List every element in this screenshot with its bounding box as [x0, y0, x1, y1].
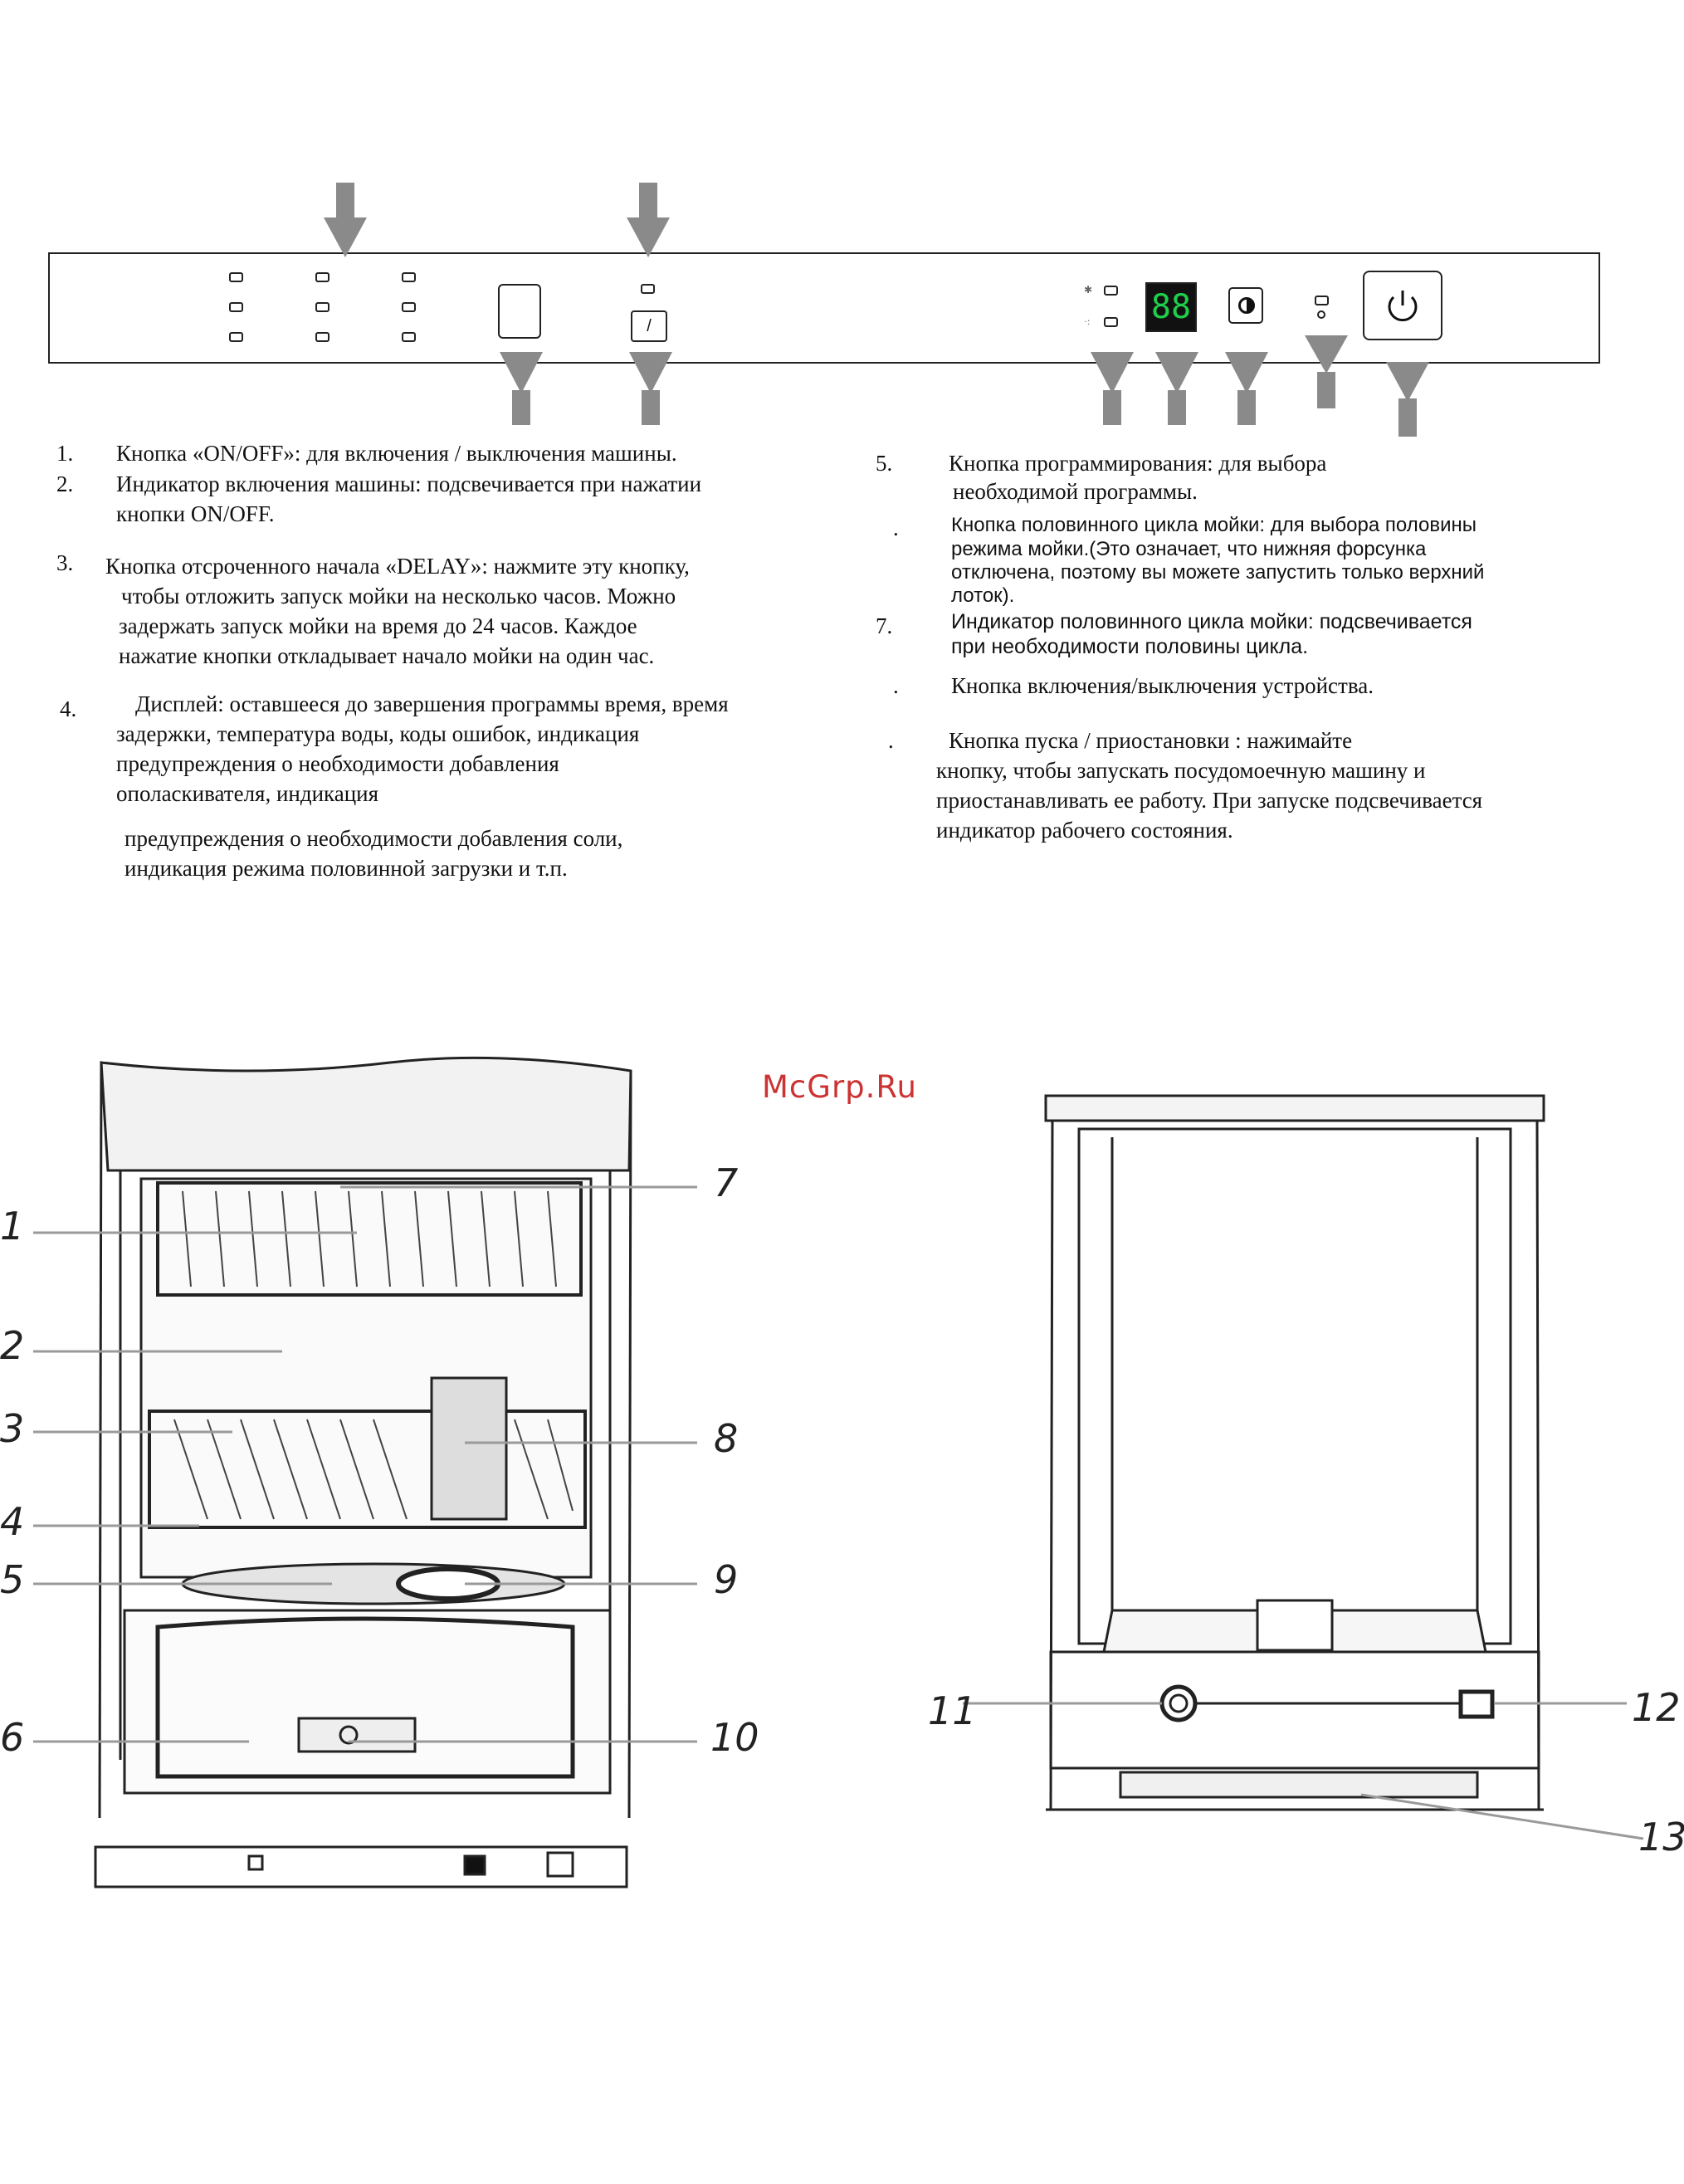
callout-label-2: 2	[0, 1323, 25, 1368]
up-arrow	[1155, 352, 1198, 425]
program-led	[402, 302, 416, 312]
item-text: индикация режима половинной загрузки и т…	[124, 856, 568, 881]
program-led	[229, 272, 243, 282]
up-arrow	[1091, 352, 1134, 425]
item-text: кнопку, чтобы запускать посудомоечную ма…	[936, 758, 1426, 783]
item-text: задержки, температура воды, коды ошибок,…	[116, 721, 640, 746]
control-panel: / ✱ ·: 88	[48, 252, 1600, 364]
callout-label-9: 9	[714, 1557, 739, 1602]
program-button[interactable]	[498, 284, 541, 339]
item-text: Кнопка программирования: для выбора	[949, 451, 1327, 476]
rinse-aid-led	[1104, 286, 1118, 296]
digital-display: 88	[1145, 282, 1197, 332]
item-text: режима мойки.(Это означает, что нижняя ф…	[951, 538, 1427, 560]
program-led	[229, 332, 243, 342]
program-led	[315, 302, 329, 312]
program-led	[315, 272, 329, 282]
power-button[interactable]	[1363, 271, 1442, 340]
item-text: Индикатор включения машины: подсвечивает…	[116, 471, 702, 496]
callout-label-4: 4	[0, 1499, 25, 1544]
item-text: нажатие кнопки откладывает начало мойки …	[119, 643, 655, 668]
item-number: 2.	[56, 471, 74, 496]
item-text: Индикатор половинного цикла мойки: подсв…	[951, 610, 1472, 633]
callout-label-8: 8	[714, 1416, 739, 1461]
item-number: .	[893, 673, 899, 698]
callout-label-1: 1	[0, 1204, 25, 1248]
item-text: необходимой программы.	[953, 479, 1198, 504]
item-number: .	[888, 728, 894, 753]
item-text: Кнопка включения/выключения устройства.	[951, 673, 1374, 698]
watermark: McGrp.Ru	[762, 1069, 917, 1105]
program-led	[229, 302, 243, 312]
item-text: Дисплей: оставшееся до завершения програ…	[135, 691, 729, 716]
callout-label-13: 13	[1638, 1815, 1684, 1859]
program-led	[402, 332, 416, 342]
callout-label-5: 5	[0, 1557, 25, 1602]
item-text: при необходимости половины цикла.	[951, 635, 1309, 658]
item-text: Кнопка «ON/OFF»: для включения / выключе…	[116, 441, 677, 466]
callout-label-7: 7	[714, 1160, 739, 1205]
half-load-led	[1315, 296, 1329, 305]
item-text: кнопки ON/OFF.	[116, 501, 275, 526]
item-text: задержать запуск мойки на время до 24 ча…	[119, 613, 637, 638]
rinse-aid-icon: ✱	[1084, 284, 1093, 296]
down-arrow	[324, 183, 367, 257]
item-number: 3.	[56, 550, 74, 575]
delay-indicator-led	[641, 284, 655, 294]
item-text: ополаскивателя, индикация	[116, 781, 379, 806]
item-text: чтобы отложить запуск мойки на несколько…	[121, 584, 676, 608]
callout-label-11: 11	[928, 1688, 977, 1733]
item-text: Кнопка пуска / приостановки : нажимайте	[949, 728, 1353, 753]
up-arrow	[500, 352, 543, 425]
front-dishwasher-illustration	[33, 1056, 697, 1888]
rear-dishwasher-illustration	[963, 1094, 1644, 1840]
power-icon	[1388, 291, 1418, 322]
salt-led	[1104, 317, 1118, 327]
item-number: .	[893, 515, 899, 540]
delay-button[interactable]: /	[631, 310, 667, 342]
program-led	[315, 332, 329, 342]
item-text: предупреждения о необходимости добавлени…	[116, 751, 559, 776]
item-text: отключена, поэтому вы можете запустить т…	[951, 561, 1485, 584]
display-digits: 88	[1150, 288, 1192, 326]
half-circle-icon	[1238, 297, 1255, 314]
half-load-button[interactable]	[1228, 287, 1263, 324]
program-led	[402, 272, 416, 282]
up-arrow	[1386, 362, 1429, 437]
item-text: индикатор рабочего состояния.	[936, 818, 1233, 843]
callout-label-3: 3	[0, 1406, 25, 1451]
item-number: 4.	[60, 696, 77, 721]
item-text: Кнопка половинного цикла мойки: для выбо…	[951, 514, 1477, 536]
item-text: лоток).	[951, 584, 1015, 607]
arrows-layer	[324, 183, 1429, 437]
callout-label-6: 6	[0, 1715, 25, 1760]
up-arrow	[629, 352, 672, 425]
half-load-small-icon	[1317, 310, 1325, 319]
item-text: Кнопка отсроченного начала «DELAY»: нажм…	[105, 554, 690, 579]
item-number: 7.	[876, 613, 893, 638]
callout-label-10: 10	[710, 1715, 759, 1760]
up-arrow	[1225, 352, 1268, 425]
item-text: предупреждения о необходимости добавлени…	[124, 826, 623, 851]
up-arrow	[1305, 335, 1348, 408]
item-text: приостанавливать ее работу. При запуске …	[936, 788, 1483, 813]
callout-label-12: 12	[1632, 1685, 1681, 1730]
delay-button-glyph: /	[647, 317, 652, 335]
item-number: 1.	[56, 441, 74, 466]
down-arrow	[627, 183, 670, 257]
salt-icon: ·:	[1084, 315, 1091, 327]
item-number: 5.	[876, 451, 893, 476]
